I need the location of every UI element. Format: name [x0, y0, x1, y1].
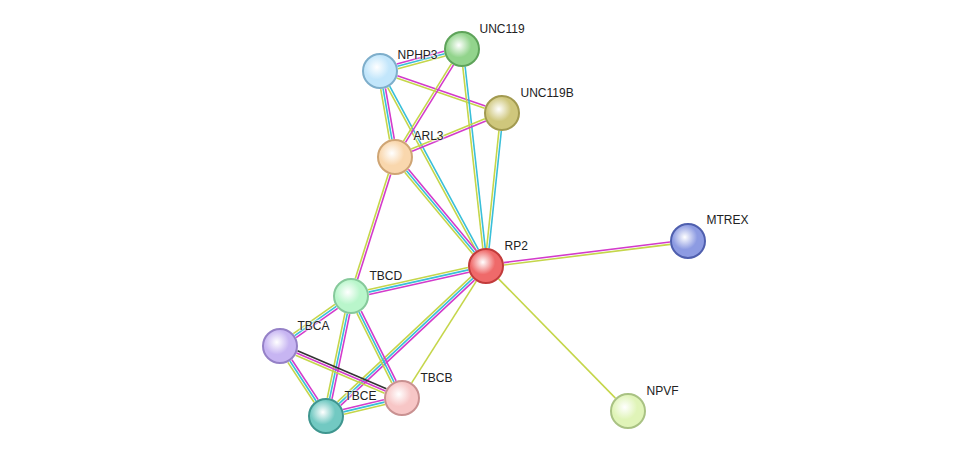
- evidence-line: [295, 306, 337, 335]
- evidence-line: [296, 355, 385, 393]
- evidence-line: [288, 362, 314, 402]
- protein-label: ARL3: [414, 129, 444, 143]
- evidence-line: [465, 67, 485, 248]
- protein-node: NPHP3: [362, 53, 398, 89]
- evidence-line: [489, 131, 501, 248]
- interaction-edge: [403, 64, 453, 143]
- interaction-edge: [405, 169, 477, 253]
- interaction-edge: [368, 268, 469, 295]
- evidence-line: [358, 175, 391, 280]
- protein-node: ARL3: [377, 139, 413, 175]
- protein-node: TBCE: [308, 398, 344, 434]
- evidence-line: [355, 174, 388, 279]
- evidence-line: [292, 360, 318, 400]
- evidence-line: [330, 314, 348, 399]
- protein-label: RP2: [505, 239, 528, 253]
- evidence-line: [499, 279, 616, 398]
- interaction-edge: [463, 67, 485, 248]
- interaction-edge: [327, 313, 349, 399]
- evidence-line: [361, 311, 396, 381]
- interaction-edge: [499, 279, 616, 398]
- evidence-line: [296, 308, 338, 337]
- evidence-line: [290, 361, 316, 401]
- protein-label: UNC119: [480, 22, 525, 36]
- interaction-edge: [411, 119, 486, 152]
- evidence-line: [407, 171, 475, 252]
- evidence-line: [297, 351, 386, 389]
- protein-node: MTREX: [670, 223, 706, 259]
- protein-node: TBCB: [384, 380, 420, 416]
- evidence-line: [412, 281, 477, 383]
- evidence-line: [411, 119, 485, 149]
- interaction-edge: [288, 360, 318, 403]
- evidence-line: [408, 169, 476, 250]
- interaction-edge: [357, 311, 396, 383]
- interaction-edge: [355, 174, 390, 279]
- evidence-line: [359, 312, 394, 382]
- evidence-line: [504, 244, 670, 265]
- interaction-edge: [487, 131, 502, 248]
- protein-label: UNC119B: [521, 86, 574, 100]
- evidence-line: [406, 65, 454, 142]
- evidence-line: [368, 268, 468, 290]
- protein-node: RP2: [468, 248, 504, 284]
- evidence-line: [412, 121, 486, 151]
- evidence-line: [327, 313, 345, 398]
- evidence-line: [293, 304, 335, 333]
- protein-label: NPVF: [647, 384, 679, 398]
- protein-label: TBCD: [370, 269, 403, 283]
- evidence-line: [463, 67, 483, 248]
- protein-node: TBCA: [262, 328, 298, 364]
- protein-node: UNC119B: [484, 95, 520, 131]
- interaction-edge: [412, 281, 477, 383]
- evidence-line: [487, 131, 499, 248]
- evidence-line: [332, 314, 350, 399]
- protein-label: TBCB: [421, 371, 453, 385]
- evidence-line: [504, 242, 670, 263]
- evidence-line: [381, 89, 390, 140]
- interaction-edge: [293, 304, 337, 337]
- protein-node: NPVF: [610, 393, 646, 429]
- interaction-edge: [504, 242, 671, 265]
- evidence-line: [344, 402, 385, 412]
- protein-node: UNC119: [444, 31, 480, 67]
- protein-label: MTREX: [707, 213, 749, 227]
- protein-label: TBCA: [298, 319, 330, 333]
- evidence-line: [297, 353, 386, 391]
- protein-label: NPHP3: [398, 48, 438, 62]
- protein-node: TBCD: [333, 278, 369, 314]
- evidence-line: [357, 313, 392, 383]
- interaction-edge: [296, 351, 387, 393]
- evidence-line: [344, 404, 385, 414]
- evidence-line: [405, 172, 473, 253]
- protein-label: TBCE: [345, 389, 377, 403]
